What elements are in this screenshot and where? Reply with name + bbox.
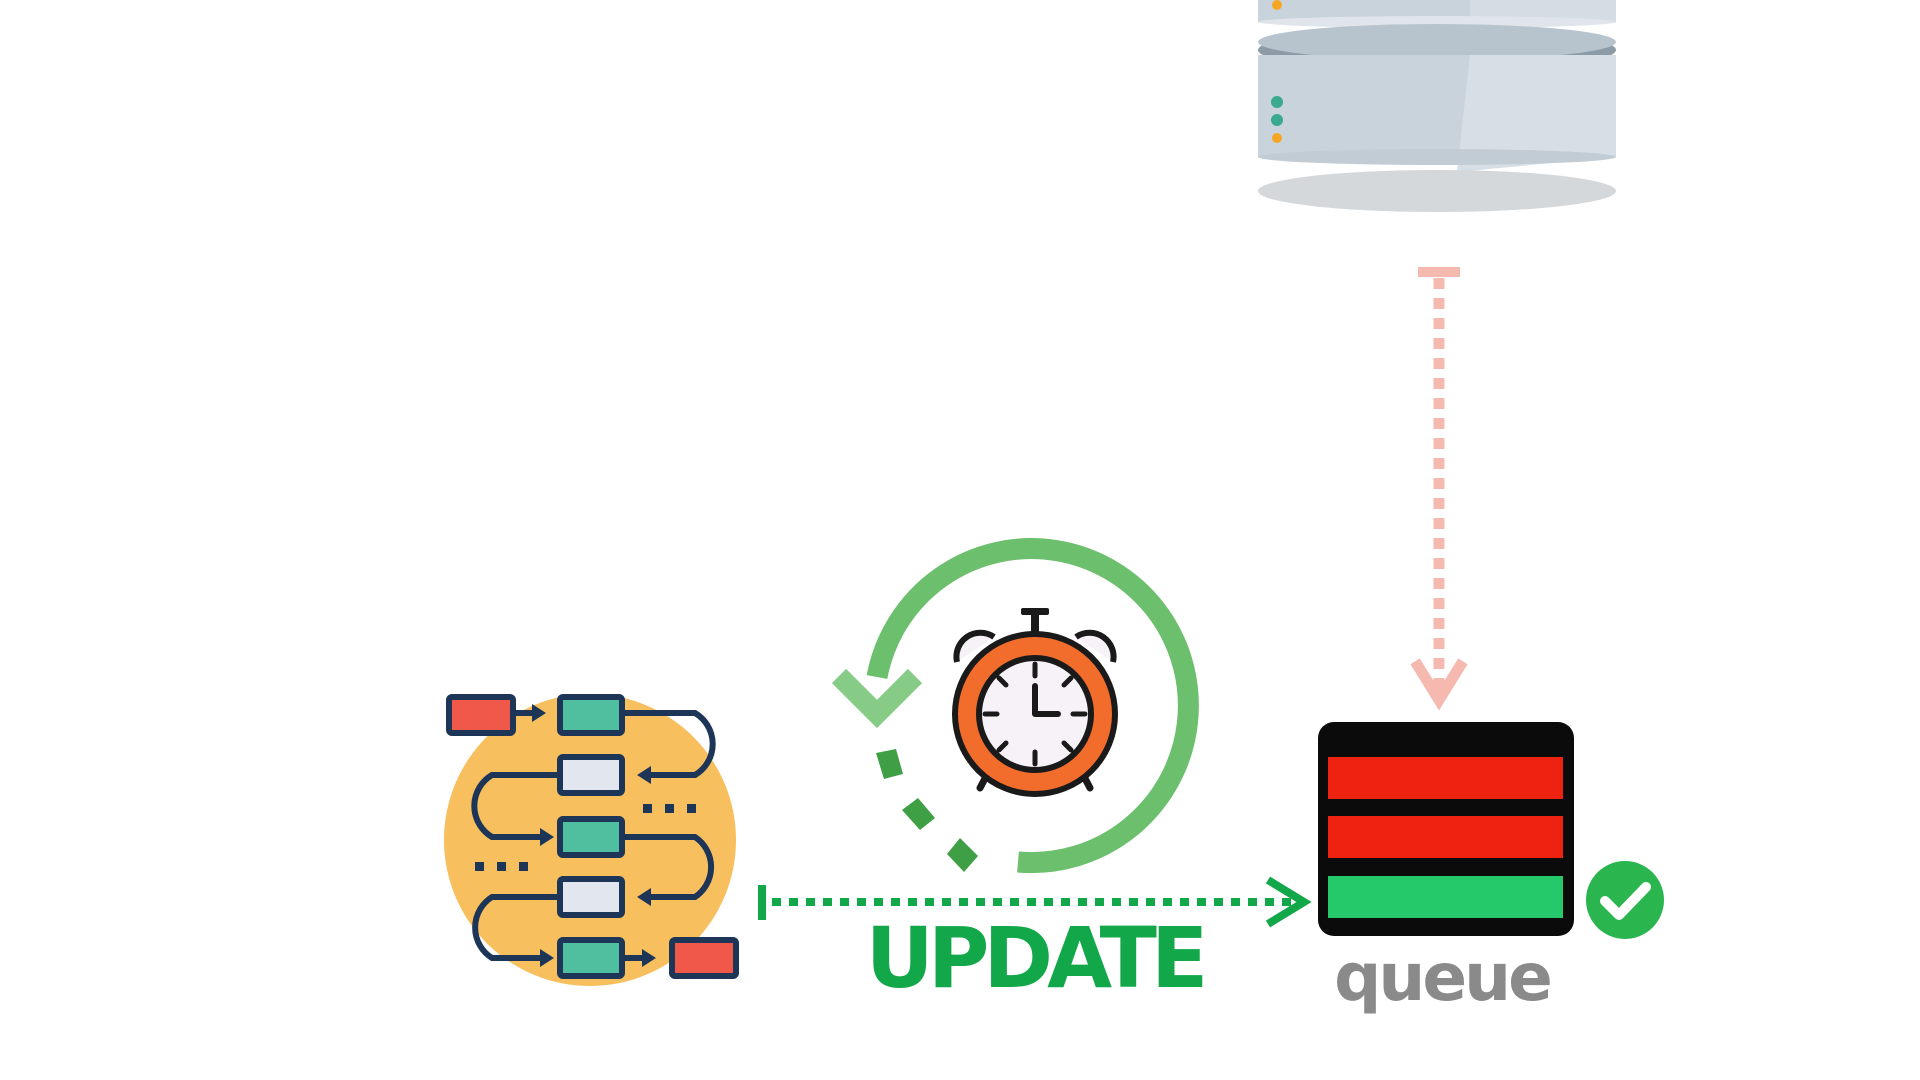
message-queue-icon [1318,722,1574,936]
alarm-clock-icon [952,608,1118,797]
queue-label: queue [1334,939,1550,1016]
update-arrow [758,876,1312,928]
workflow-process-icon [444,694,739,986]
update-label: UPDATE [866,909,1203,1007]
circular-refresh-arrow-icon [831,538,1199,874]
check-circle-icon [1586,861,1664,939]
db-to-queue-arrow [1410,267,1468,711]
database-server-icon [1258,0,1616,212]
